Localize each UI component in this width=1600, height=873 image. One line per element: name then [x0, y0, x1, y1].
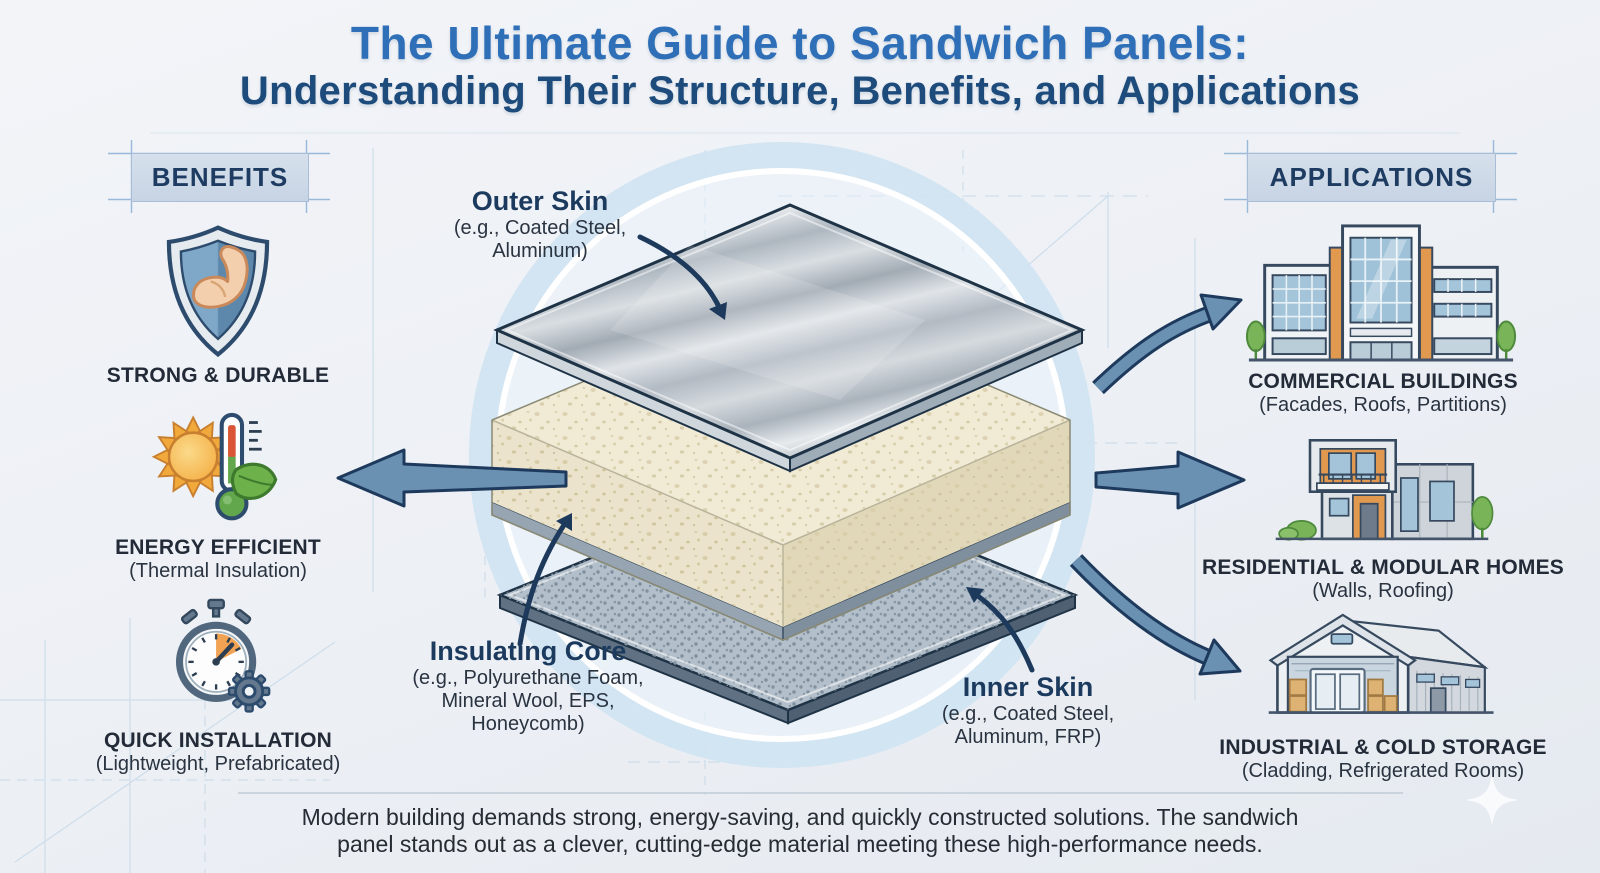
shield-muscle-icon — [166, 225, 270, 358]
application-sublabel-residential: (Walls, Roofing) — [1312, 580, 1454, 602]
insulating-core-sublabel-3: Honeycomb) — [471, 713, 585, 735]
outer-skin-plate — [493, 203, 1086, 473]
benefits-header-label: BENEFITS — [151, 162, 289, 192]
insulating-core-sublabel-1: (e.g., Polyurethane Foam, — [412, 667, 644, 689]
commercial-building-icon — [1245, 224, 1517, 362]
arrow-to-commercial — [1094, 307, 1214, 392]
page-title: The Ultimate Guide to Sandwich Panels: — [350, 17, 1250, 69]
insulating-core-label-block: Insulating Core (e.g., Polyurethane Foam… — [373, 636, 683, 736]
inner-skin-pointer-arrow — [975, 593, 1035, 673]
flow-arrows — [336, 293, 1246, 676]
application-label-residential: RESIDENTIAL & MODULAR HOMES — [1201, 556, 1565, 579]
benefits-header-box: BENEFITS — [131, 153, 309, 202]
application-sublabel-commercial: (Facades, Roofs, Partitions) — [1259, 394, 1507, 416]
applications-header-box: APPLICATIONS — [1247, 153, 1496, 202]
benefit-label-strong: STRONG & DURABLE — [106, 364, 330, 387]
benefit-sublabel-energy: (Thermal Insulation) — [129, 560, 307, 582]
footer-text-line2: panel stands out as a clever, cutting-ed… — [337, 831, 1263, 857]
inner-skin-sublabel-1: (e.g., Coated Steel, — [941, 703, 1115, 725]
benefit-label-energy: ENERGY EFFICIENT — [115, 536, 321, 559]
footer-divider — [238, 792, 1403, 794]
benefit-label-quick: QUICK INSTALLATION — [104, 729, 332, 752]
arrow-to-industrial — [1072, 556, 1210, 663]
outer-skin-pointer-arrow — [637, 234, 722, 310]
insulating-core-label: Insulating Core — [429, 636, 627, 666]
sun-thermometer-leaf-icon — [151, 412, 278, 521]
application-item-industrial — [1240, 608, 1524, 730]
label-pointer-arrowheads — [556, 302, 984, 603]
inner-skin-label: Inner Skin — [962, 672, 1094, 702]
warehouse-icon — [1268, 613, 1494, 714]
arrow-to-benefits — [336, 448, 568, 508]
benefit-item-strong — [158, 224, 278, 358]
page-subtitle: Understanding Their Structure, Benefits,… — [239, 69, 1361, 113]
outer-skin-sublabel-2: Aluminum) — [492, 240, 588, 262]
outer-skin-sublabel-1: (e.g., Coated Steel, — [453, 217, 627, 239]
stopwatch-gear-icon — [175, 598, 271, 713]
inner-skin-label-block: Inner Skin (e.g., Coated Steel, Aluminum… — [873, 672, 1183, 749]
benefit-sublabel-quick: (Lightweight, Prefabricated) — [95, 753, 341, 775]
benefit-item-energy — [150, 406, 282, 533]
benefit-item-quick — [163, 598, 281, 721]
application-sublabel-industrial: (Cladding, Refrigerated Rooms) — [1241, 760, 1525, 782]
label-pointer-arrows — [517, 234, 1035, 673]
insulating-core-sublabel-2: Mineral Wool, EPS, — [441, 690, 615, 712]
inner-skin-sublabel-2: Aluminum, FRP) — [954, 726, 1102, 748]
application-item-residential — [1240, 430, 1524, 550]
footer-text-line1: Modern building demands strong, energy-s… — [301, 804, 1299, 830]
application-label-industrial: INDUSTRIAL & COLD STORAGE — [1219, 736, 1547, 759]
application-label-commercial: COMMERCIAL BUILDINGS — [1248, 370, 1518, 393]
arrow-to-residential — [1094, 450, 1246, 510]
outer-skin-label-block: Outer Skin (e.g., Coated Steel, Aluminum… — [385, 186, 695, 263]
applications-header-label: APPLICATIONS — [1269, 162, 1474, 192]
application-item-commercial — [1243, 210, 1519, 368]
core-pointer-arrow — [517, 522, 567, 647]
outer-skin-label: Outer Skin — [471, 186, 609, 216]
sparkle-icon — [1466, 774, 1518, 826]
modular-home-icon — [1275, 439, 1494, 541]
